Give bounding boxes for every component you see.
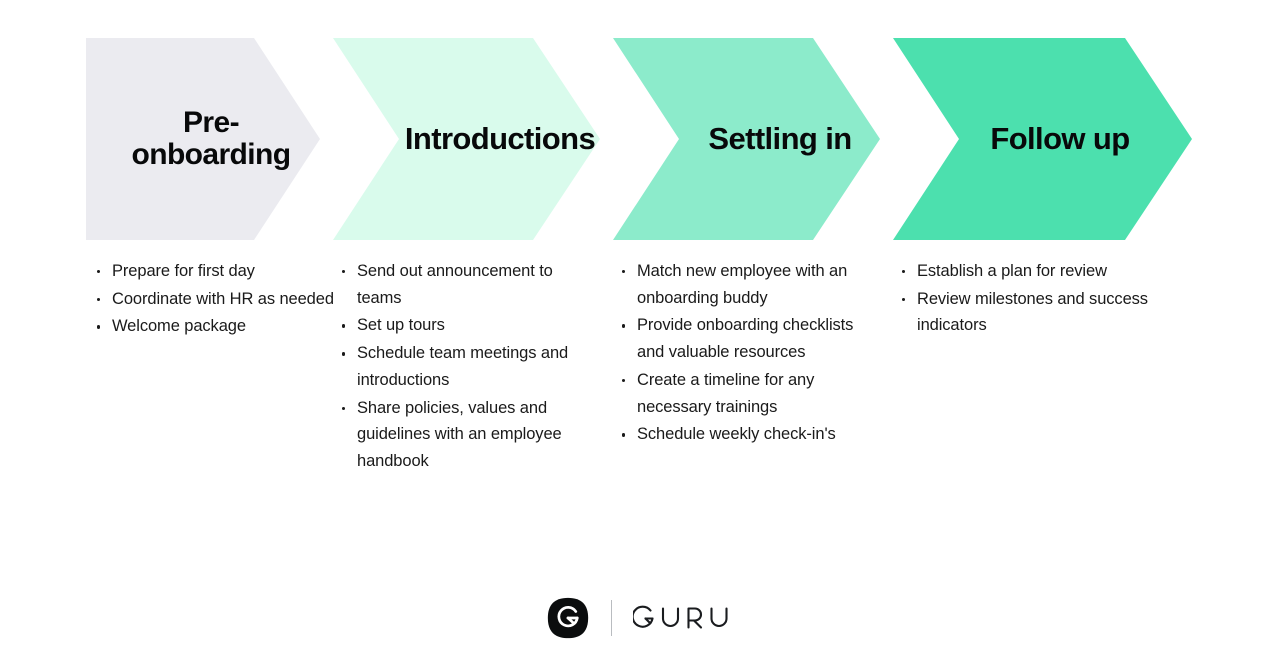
bullet-list: Match new employee with an onboarding bu… — [615, 258, 877, 448]
chevron-shapes — [86, 38, 1192, 240]
guru-logo-mark-icon — [547, 597, 589, 639]
chevron-stage-2[interactable] — [333, 38, 600, 240]
chevron-stage-3[interactable] — [613, 38, 880, 240]
stage-title-pre-onboarding: Pre- onboarding — [131, 106, 292, 172]
stage-title-follow-up: Follow up — [990, 121, 1130, 156]
stage-title-introductions: Introductions — [404, 121, 596, 156]
bullet-item: Schedule team meetings and introductions — [335, 340, 590, 393]
bullet-item: Share policies, values and guidelines wi… — [335, 395, 590, 475]
guru-wordmark — [633, 605, 728, 629]
bullet-item: Create a timeline for any necessary trai… — [615, 367, 877, 420]
bullet-item: Establish a plan for review — [895, 258, 1157, 285]
bullet-item: Match new employee with an onboarding bu… — [615, 258, 877, 311]
bullet-item: Provide onboarding checklists and valuab… — [615, 312, 877, 365]
bullet-item: Send out announcement to teams — [335, 258, 590, 311]
process-chevron-band: Pre- onboarding Introductions Settling i… — [0, 0, 1280, 250]
bullet-item: Review milestones and success indicators — [895, 286, 1157, 339]
bullet-item: Set up tours — [335, 312, 590, 339]
chevron-stage-1[interactable] — [86, 38, 320, 240]
chevron-stage-4[interactable] — [893, 38, 1192, 240]
logo-divider — [611, 600, 612, 636]
bullet-item: Prepare for first day — [90, 258, 335, 285]
logo-row — [547, 597, 733, 639]
bullet-column-settling-in: Match new employee with an onboarding bu… — [615, 258, 877, 449]
bullet-item: Welcome package — [90, 313, 335, 340]
footer-brand-logo — [0, 592, 1280, 644]
bullet-item: Coordinate with HR as needed — [90, 286, 335, 313]
stage-title-settling-in: Settling in — [708, 121, 852, 156]
bullet-item: Schedule weekly check-in's — [615, 421, 877, 448]
